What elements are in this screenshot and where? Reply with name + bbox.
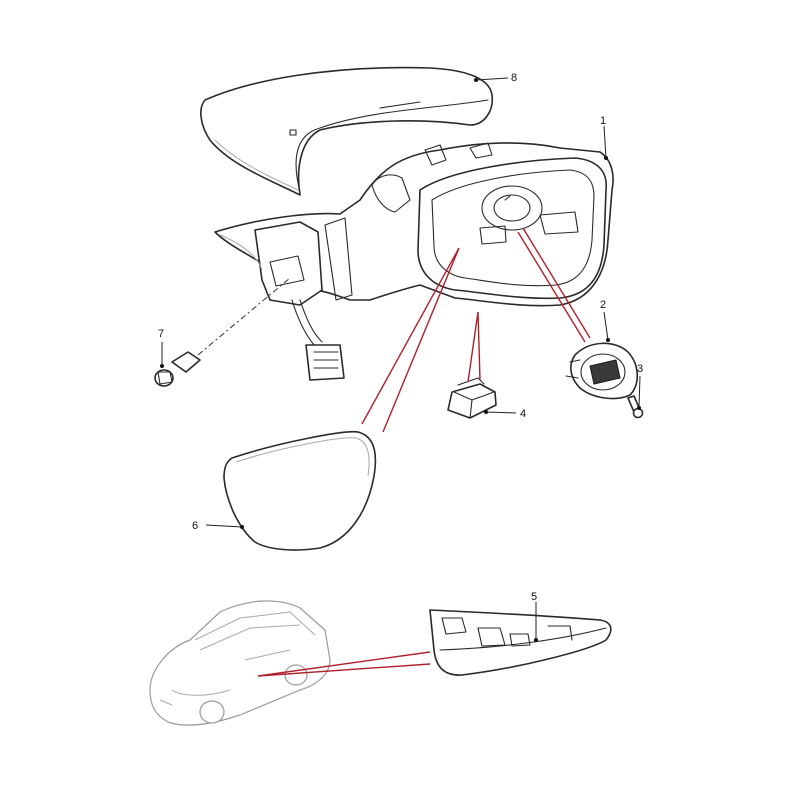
callout-label: 6 [192,520,198,532]
callout-label: 8 [511,72,517,84]
callout-6: 6 [192,520,244,532]
callout-4: 4 [484,408,526,420]
callout-label: 4 [520,408,526,420]
puddle-lamp [447,377,497,419]
callout-7: 7 [158,328,164,368]
mirror-glass-motor [565,342,639,400]
callout-3: 3 [637,363,643,410]
mirror-cover-cap [200,66,494,196]
callout-label: 5 [531,591,537,603]
callout-1: 1 [600,115,608,160]
mirror-glass [223,430,377,551]
mirror-housing [214,142,614,381]
callout-label: 2 [600,299,606,311]
side-turn-indicator [429,609,612,676]
callout-2: 2 [600,299,610,342]
mounting-bolt [154,277,291,387]
callout-label: 7 [158,328,164,340]
vehicle-locator-sketch [149,600,331,726]
callout-label: 1 [600,115,606,127]
callout-label: 3 [637,363,643,375]
callout-5: 5 [531,591,538,642]
reference-lines [257,227,591,677]
callout-8: 8 [474,72,517,84]
